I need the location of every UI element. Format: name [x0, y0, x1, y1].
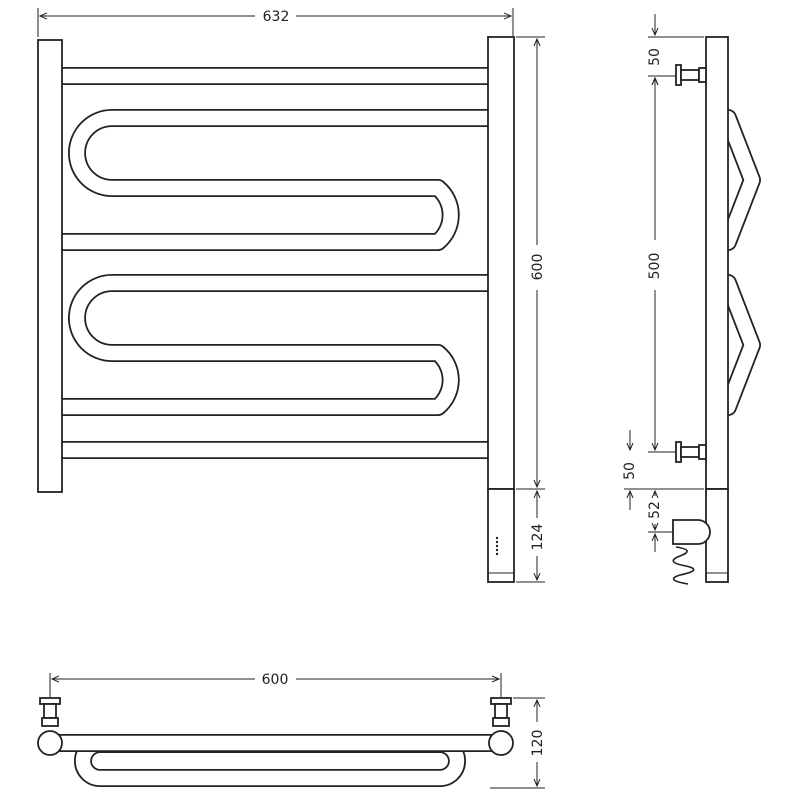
- dim-control-height: 124: [516, 491, 546, 583]
- front-left-post: [37, 39, 63, 493]
- dim-side-bottom-offset-label: 50: [622, 462, 638, 480]
- side-post: [705, 36, 729, 490]
- top-view: 600 120: [37, 672, 546, 789]
- front-view: 632 600 124: [37, 8, 546, 583]
- dim-front-height: 600: [516, 36, 546, 490]
- front-right-post: [487, 36, 515, 490]
- dim-front-width-label: 632: [263, 9, 290, 25]
- control-indicator-dots: [495, 536, 499, 556]
- side-view: 50 500 50 52: [622, 14, 761, 585]
- front-control-box: [487, 488, 515, 583]
- dim-side-top-offset-label: 50: [647, 48, 663, 66]
- side-lower-mount: [675, 441, 707, 463]
- dim-front-height-label: 600: [530, 254, 546, 281]
- dim-side-plug-offset: 52: [647, 491, 673, 552]
- side-power-plug: [672, 519, 711, 585]
- side-zigzag-bars: [719, 109, 761, 416]
- side-upper-mount: [675, 64, 707, 86]
- dim-side-mount-spacing-label: 500: [647, 253, 663, 280]
- dim-top-depth: 120: [490, 697, 546, 789]
- dim-top-width-label: 600: [262, 672, 289, 688]
- top-right-mount: [488, 697, 514, 756]
- dim-top-width: 600: [49, 672, 502, 698]
- front-upper-serpentine: [53, 109, 497, 251]
- front-lower-serpentine: [53, 274, 497, 416]
- dim-control-height-label: 124: [530, 524, 546, 551]
- dim-top-depth-label: 120: [530, 730, 546, 757]
- top-left-mount: [37, 697, 63, 756]
- dim-side-plug-offset-label: 52: [647, 501, 663, 519]
- dim-side-mount-spacing: 500: [647, 78, 676, 453]
- dim-front-width: 632: [37, 8, 514, 37]
- front-straight-bars: [53, 67, 497, 459]
- dim-side-bottom-offset: 50: [622, 430, 704, 510]
